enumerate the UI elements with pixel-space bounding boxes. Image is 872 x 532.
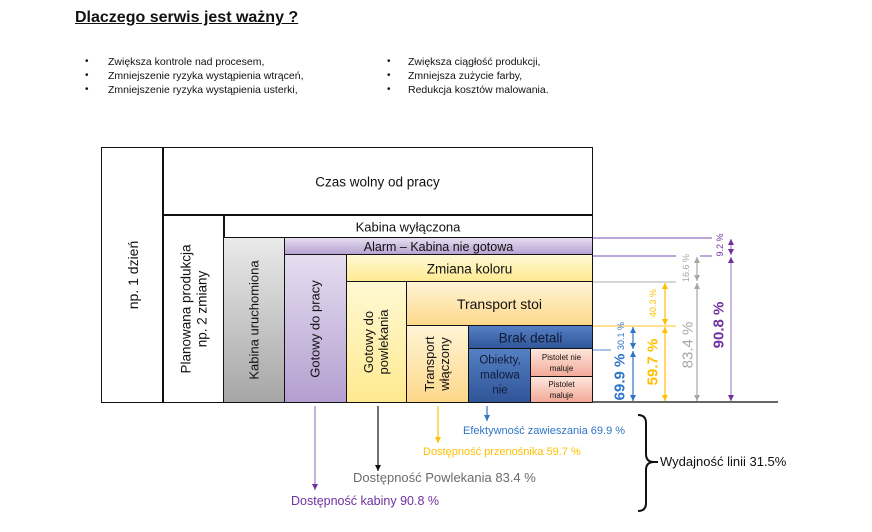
cell-gun-not-painting-label: Pistolet nie maluje (531, 352, 592, 374)
cell-no-parts-label: Brak detali (498, 330, 563, 345)
bullet-icon: • (85, 56, 89, 67)
cell-color-change-label: Zmiana koloru (426, 261, 513, 276)
cell-objects-painted: Obiekty, malowa nie (468, 348, 532, 403)
cell-transport-on: Transport włączony (406, 325, 470, 403)
bullet-icon: • (85, 70, 89, 81)
cell-transport-stopped: Transport stoi (406, 281, 593, 327)
cell-day: np. 1 dzień (101, 147, 164, 403)
list-item-text: Zmniejsza zużycie farby, (408, 70, 523, 82)
cell-alarm-label: Alarm – Kabina nie gotowa (363, 239, 514, 254)
list-item: • Zwiększa kontrole nad procesem, (85, 55, 304, 69)
cell-free-time-label: Czas wolny od pracy (315, 174, 440, 189)
label-line: Pistolet nie (541, 353, 582, 362)
bullet-icon: • (387, 84, 391, 95)
conveyor-loss-label: 40.3 % (648, 288, 658, 318)
hanging-loss-label: 30.1 % (616, 321, 626, 351)
list-item-text: Zmniejszenie ryzyka wystąpienia wtrąceń, (108, 70, 304, 82)
benefits-list-left: • Zwiększa kontrole nad procesem, • Zmniej… (85, 55, 304, 97)
cell-cabin-off-label: Kabina wyłączona (355, 219, 461, 234)
list-item-text: Redukcja kosztów malowania. (408, 84, 549, 96)
list-item-text: Zwiększa kontrole nad procesem, (108, 56, 265, 68)
label-line: nie (492, 384, 508, 396)
cabin-availability-label: Dostępność kabiny 90.8 % (291, 494, 440, 508)
list-item: • Redukcja kosztów malowania. (387, 83, 549, 97)
label-line: Pistolet (548, 379, 575, 389)
cell-gun-painting-label: Pistolet maluje (531, 379, 592, 401)
cell-gun-not-painting: Pistolet nie maluje (530, 348, 593, 378)
label-line: malowa (480, 369, 520, 381)
list-item: • Zmniejszenie ryzyka wystąpienia usterki… (85, 83, 304, 97)
conveyor-availability-label: Dostępność przenośnika 59.7 % (423, 446, 581, 458)
label-line: maluje (549, 390, 574, 400)
summary-brace (637, 414, 655, 512)
coating-availability-label: Dostępność Powlekania 83.4 % (353, 470, 536, 485)
coating-loss-label: 16.6 % (681, 253, 691, 283)
cell-objects-painted-label: Obiekty, malowa nie (469, 353, 531, 398)
cell-transport-stopped-label: Transport stoi (456, 296, 543, 312)
cell-color-change: Zmiana koloru (346, 254, 593, 283)
line-efficiency-label: Wydajność linii 31.5% (660, 454, 787, 469)
conveyor-value-label: 59.7 % (644, 338, 662, 386)
bullet-icon: • (387, 70, 391, 81)
bullet-icon: • (387, 56, 391, 67)
benefits-list-right: • Zwiększa ciągłość produkcji, • Zmniejsza… (387, 55, 549, 97)
cell-cabin-running: Kabina uruchomiona (223, 237, 286, 403)
list-item-text: Zwiększa ciągłość produkcji, (408, 56, 541, 68)
hanging-efficiency-label: Efektywność zawieszania 69.9 % (463, 425, 626, 437)
cell-free-time: Czas wolny od pracy (162, 147, 593, 216)
page-title: Dlaczego serwis jest ważny ? (75, 9, 299, 26)
cabin-loss-label: 9.2 % (715, 233, 725, 257)
cell-gun-painting: Pistolet maluje (530, 376, 593, 403)
cell-alarm: Alarm – Kabina nie gotowa (284, 237, 593, 256)
list-item: • Zmniejsza zużycie farby, (387, 69, 549, 83)
coating-value-label: 83.4 % (679, 321, 697, 369)
cell-ready-to-coat: Gotowy do powlekania (346, 281, 408, 403)
label-line: maluje (549, 364, 574, 373)
hanging-value-label: 69.9 % (611, 353, 629, 401)
cabin-value-label: 90.8 % (710, 301, 728, 349)
list-item: • Zmniejszenie ryzyka wystąpienia wtrąceń… (85, 69, 304, 83)
label-line: Obiekty, (479, 354, 521, 366)
list-item-text: Zmniejszenie ryzyka wystąpienia usterki, (108, 84, 298, 96)
list-item: • Zwiększa ciągłość produkcji, (387, 55, 549, 69)
bullet-icon: • (85, 84, 89, 95)
